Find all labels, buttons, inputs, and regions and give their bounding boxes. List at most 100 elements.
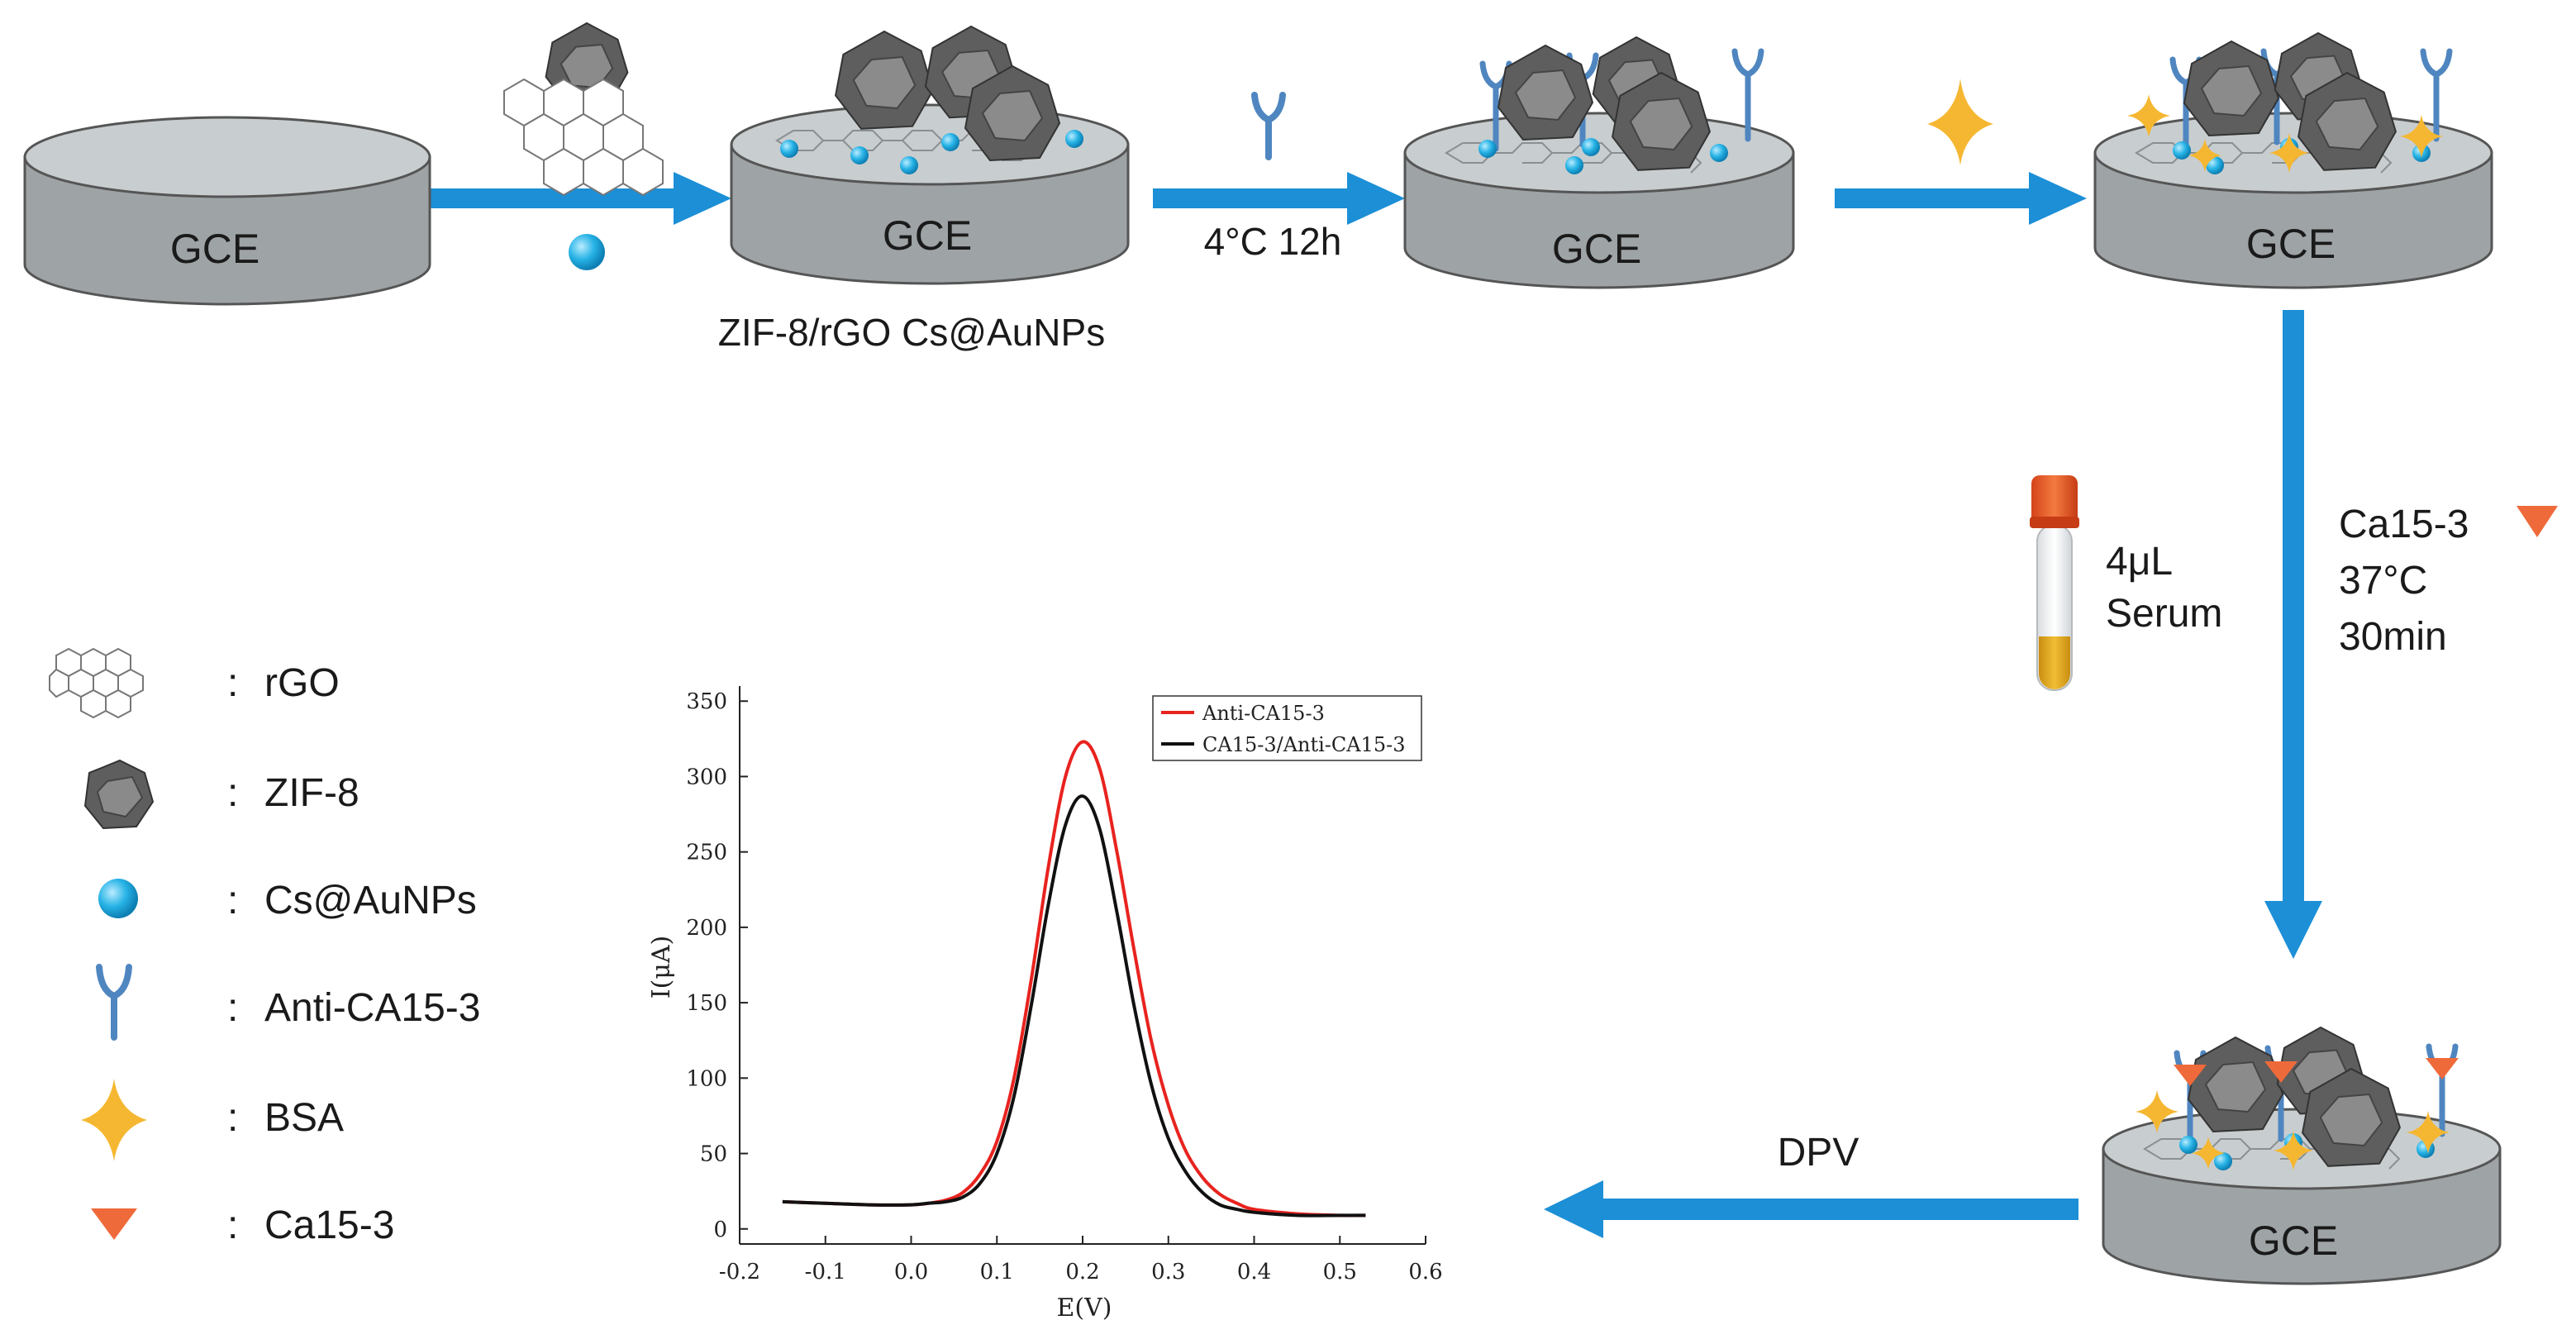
serum-volume-label: 4μL [2106,540,2173,584]
ca153-triangle-icon [2516,506,2558,537]
x-tick-label: 0.0 [894,1260,928,1284]
detection-label: DPV [1778,1131,1859,1175]
electrode-surface-decorations [545,21,2459,1170]
zif8-polyhedron-icon [83,759,155,830]
ca153-triangle-icon [2174,1065,2207,1086]
serum-tube-icon [2030,475,2079,691]
cs-aunp-sphere-icon [1478,140,1497,158]
arrow-step-3 [1835,172,2087,225]
capture-temperature-label: 37°C [2339,559,2427,603]
legend-separator: : [227,1096,238,1140]
cs-aunp-sphere-icon [1065,130,1083,148]
rgo-zif8-reagent [503,78,664,197]
zif8-polyhedron-icon [2302,1067,2401,1167]
cs-aunp-sphere-icon [850,146,869,164]
bsa-star-icon [1927,79,1993,165]
legend-label-antibody: Anti-CA15-3 [264,986,480,1030]
bsa-star-icon [2269,133,2309,173]
cs-aunp-sphere-icon [941,133,959,151]
zif8-polyhedron-icon [1497,44,1594,141]
cs-aunp-sphere-icon [1565,156,1583,174]
legend-separator: : [227,879,238,922]
legend: : rGO : ZIF-8 : Cs@AuNPs : Anti-CA15-3 :… [49,647,480,1247]
modified-electrode: GCE [730,103,1130,285]
bsa-reagent [1927,79,1993,165]
x-tick-label: -0.2 [719,1260,760,1284]
ca153-triangle-icon [91,1208,137,1240]
legend-item-rgo: : rGO [49,647,340,719]
x-tick-label: 0.5 [1323,1260,1357,1284]
legend-separator: : [227,986,238,1030]
bsa-star-icon [2127,94,2170,137]
zif8-polyhedron-icon [2297,71,2397,171]
arrow-step-1 [430,172,731,225]
bsa-star-icon [2136,1090,2178,1133]
bsa-star-icon [2400,115,2443,158]
x-tick-label: 0.6 [1408,1260,1442,1284]
cs-aunp-sphere-icon [780,140,798,158]
zif8-polyhedron-icon [2187,1036,2284,1133]
y-tick-label: 200 [686,916,727,941]
capture-time-label: 30min [2339,615,2447,659]
zif8-polyhedron-icon [2183,40,2280,137]
cs-aunp-sphere-icon [900,156,918,174]
bsa-star-icon [2192,1137,2225,1170]
antibody-reagent [1251,92,1286,160]
cs-aunp-sphere-icon [1582,138,1600,156]
bsa-star-icon [2407,1111,2450,1154]
y-tick-label: 300 [686,765,727,789]
electrode-label: GCE [2249,1218,2338,1264]
process-arrows [430,172,2322,1238]
y-tick-label: 350 [686,689,727,714]
legend-label-rgo: rGO [264,661,340,705]
antibody-icon [1731,48,1764,142]
antibody-electrode: GCE [1403,112,1795,289]
capture-antigen-label: Ca15-3 [2339,503,2469,546]
x-tick-label: 0.3 [1151,1260,1185,1284]
legend-item-bsa: : BSA [81,1079,344,1161]
arrow-step-2 [1153,172,1405,225]
antibody-icon [2420,48,2453,142]
cs-aunp-sphere-icon [2214,1152,2232,1170]
electrode-label: GCE [883,212,972,259]
legend-item-aunp: : Cs@AuNPs [98,879,477,922]
legend-label-aunp: Cs@AuNPs [264,879,477,922]
electrode-label: GCE [1552,226,1641,272]
modification-label: ZIF-8/rGO Cs@AuNPs [718,311,1105,354]
legend-separator: : [227,771,238,815]
y-tick-label: 0 [713,1218,727,1242]
legend-series-2: CA15-3/Anti-CA15-3 [1202,733,1406,756]
blocked-electrode: GCE [2093,112,2493,289]
captured-electrode: GCE [2102,1108,2502,1285]
zif8-polyhedron-icon [835,30,934,130]
legend-item-antibody: : Anti-CA15-3 [96,964,480,1041]
x-tick-label: -0.1 [805,1260,846,1284]
y-tick-label: 100 [686,1066,727,1091]
legend-separator: : [227,661,238,705]
bare-electrode: GCE [23,116,431,306]
cs-aunp-sphere-icon [1710,144,1728,162]
x-tick-label: 0.1 [980,1260,1014,1284]
x-tick-label: 0.4 [1237,1260,1271,1284]
bsa-star-icon [2274,1131,2313,1170]
y-tick-label: 250 [686,841,727,865]
rgo-sheet-icon [503,78,664,197]
bsa-star-icon [81,1079,147,1161]
legend-item-ca153: : Ca15-3 [91,1203,394,1247]
cs-aunp-sphere-icon [98,879,138,918]
bsa-star-icon [2188,139,2221,172]
x-axis-label: E(V) [1057,1294,1112,1323]
y-axis-label: I(μA) [647,936,676,998]
cs-aunp-sphere-icon [2179,1136,2197,1154]
chart-legend: Anti-CA15-3 CA15-3/Anti-CA15-3 [1152,695,1422,761]
aunp-reagent [569,234,605,270]
serum-label: Serum [2106,592,2222,636]
rgo-sheet-icon [49,647,144,719]
zif8-polyhedron-icon [1612,71,1711,171]
incubation-label: 4°C 12h [1204,220,1342,263]
ca153-triangle-icon [2426,1058,2459,1079]
y-tick-label: 150 [686,991,727,1016]
